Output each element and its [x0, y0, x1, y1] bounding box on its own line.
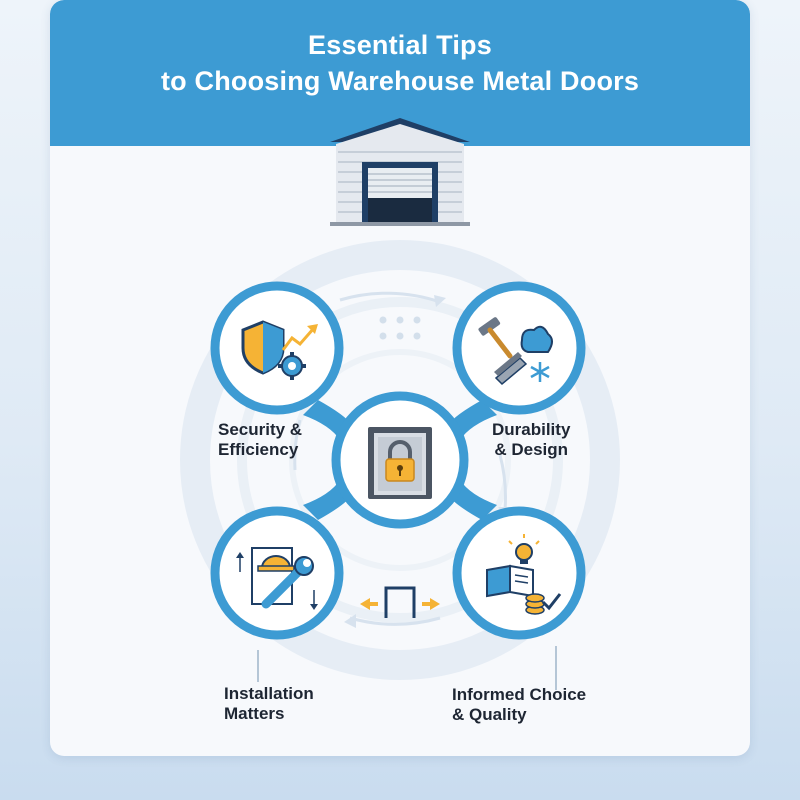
growth-arrow-icon: [281, 324, 318, 351]
checkmark-icon: [541, 593, 562, 611]
label-durability: Durability & Design: [492, 420, 570, 460]
label-security-line-1: Security &: [218, 420, 303, 439]
label-installation-line-1: Installation: [224, 684, 314, 703]
up-arrow-icon: [236, 552, 244, 572]
title-line-1: Essential Tips: [308, 30, 492, 60]
label-informed-line-2: & Quality: [452, 705, 527, 724]
down-arrow-icon: [310, 590, 318, 610]
coins-icon: [525, 593, 545, 615]
wrench-icon: [261, 556, 314, 609]
label-durability-line-2: & Design: [494, 440, 569, 459]
label-durability-line-1: Durability: [492, 420, 571, 439]
hard-hat-icon: [257, 555, 295, 572]
cycle-arrows: [293, 291, 507, 626]
label-informed: Informed Choice & Quality: [452, 685, 586, 725]
cycle-arrowhead-3: [344, 614, 356, 628]
warehouse-icon: [330, 118, 470, 226]
node-circle-installation: [210, 506, 344, 640]
book-icon: [486, 564, 534, 598]
snowflake-icon: [530, 362, 550, 382]
header-banner: Essential Tips to Choosing Warehouse Met…: [50, 0, 750, 146]
dots-decoration: [379, 316, 421, 340]
node-circle-durability: [452, 281, 586, 415]
lightbulb-icon: [508, 534, 540, 564]
background-rings: [180, 240, 620, 680]
locked-door-icon: [368, 427, 432, 499]
title-line-2: to Choosing Warehouse Metal Doors: [160, 66, 640, 96]
shield-icon: [241, 320, 285, 375]
gear-icon: [278, 352, 306, 380]
label-security: Security & Efficiency: [218, 420, 302, 460]
cycle-arrowhead-1: [434, 295, 446, 307]
label-informed-line-1: Informed Choice: [452, 685, 587, 704]
steel-beam-icon: [494, 352, 528, 386]
strength-icon: [520, 325, 553, 353]
label-installation-line-2: Matters: [224, 704, 285, 723]
label-security-line-2: Efficiency: [218, 440, 299, 459]
door-frame-arrows-icon: [360, 586, 440, 618]
hammer-icon: [478, 317, 513, 359]
label-installation: Installation Matters: [224, 684, 314, 724]
